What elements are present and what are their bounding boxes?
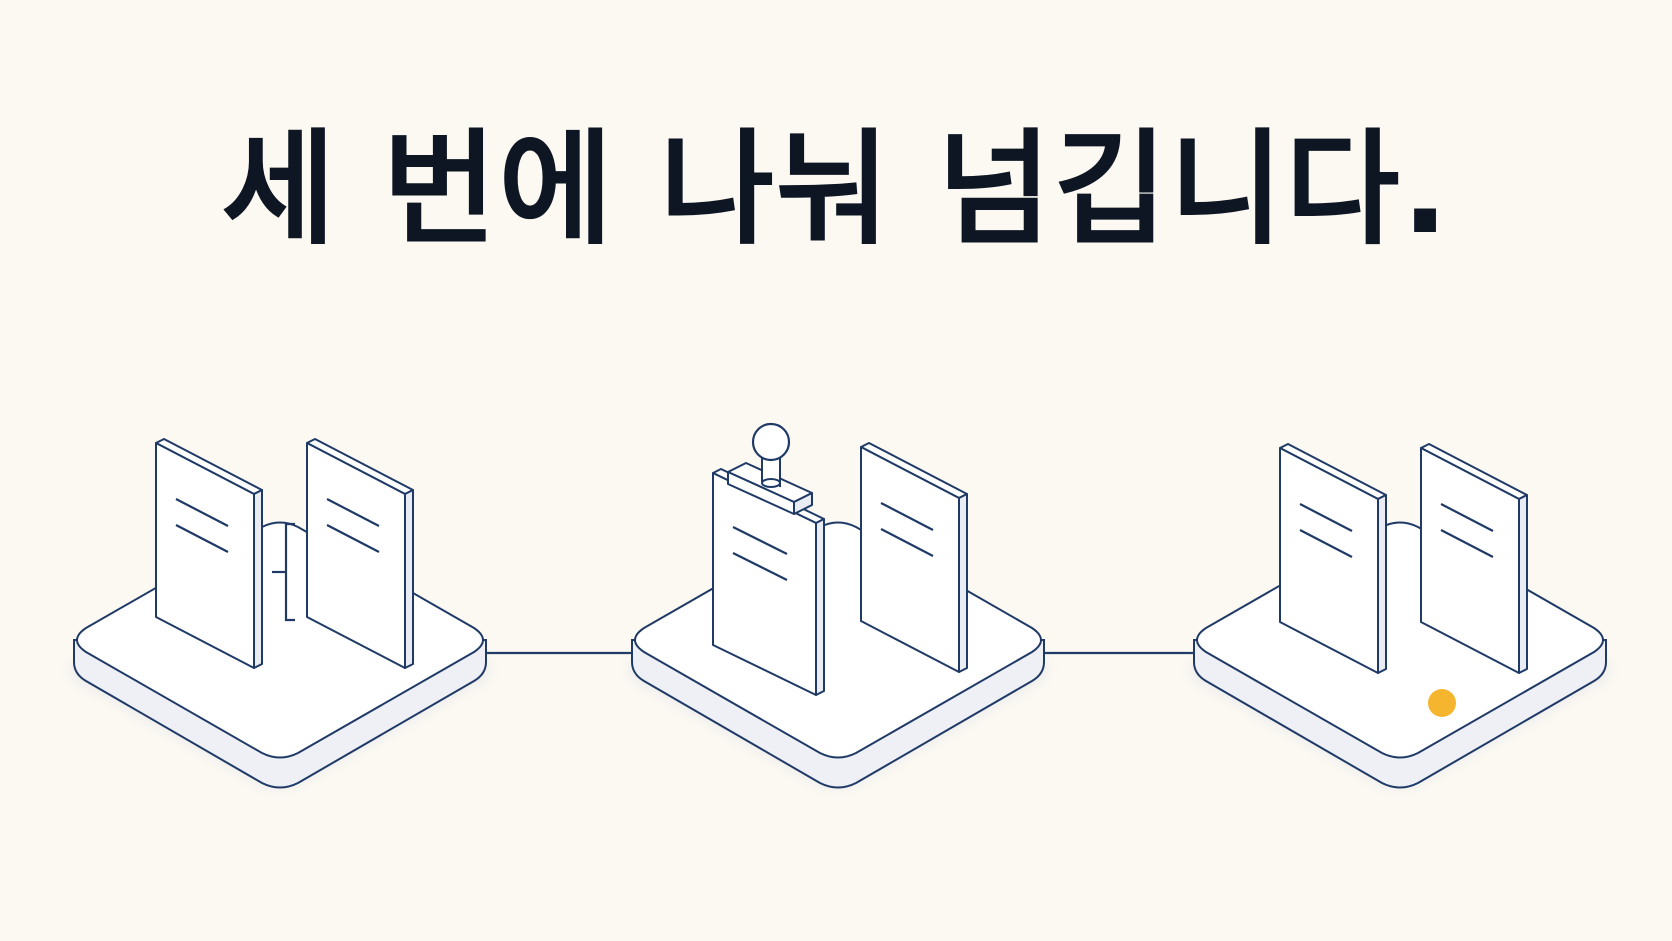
- bracket-connector: [272, 522, 295, 622]
- stamp-icon: [727, 422, 813, 515]
- stage-2: [630, 422, 1046, 789]
- headline: 세 번에 나눠 넘깁니다.: [221, 118, 1451, 262]
- platform: [72, 521, 488, 789]
- stage-1: [72, 438, 488, 789]
- document-right: [1420, 443, 1528, 674]
- stage-3: [1192, 443, 1608, 789]
- document-right: [860, 442, 968, 673]
- platform: [630, 521, 1046, 789]
- platform: [1192, 521, 1608, 789]
- document-left: [155, 438, 263, 669]
- document-left: [1279, 443, 1387, 674]
- status-dot: [1428, 689, 1456, 717]
- document-right: [306, 438, 414, 669]
